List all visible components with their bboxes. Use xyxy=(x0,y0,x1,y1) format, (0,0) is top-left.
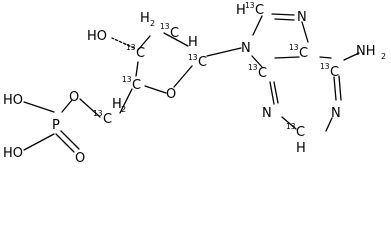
c8-h: H xyxy=(236,3,246,18)
ring-oxygen-label: O xyxy=(166,87,176,102)
c8-isotope: 13 xyxy=(245,1,255,10)
amine-label: NH xyxy=(356,44,376,59)
n1-label: N xyxy=(331,106,341,121)
c4-carbon: C xyxy=(132,78,141,93)
phosphate-ester-o-label: O xyxy=(69,90,79,105)
c2-isotope: 13 xyxy=(160,22,170,31)
n7-label: N xyxy=(297,10,307,25)
phosphorus-label: P xyxy=(52,118,60,133)
c2b-carbon: C xyxy=(296,125,305,140)
c8-carbon: C xyxy=(255,3,264,18)
c2-h: H xyxy=(140,11,150,26)
c5-isotope: 13 xyxy=(93,109,103,118)
n3-label: N xyxy=(262,106,272,121)
c5-carbon: C xyxy=(103,112,112,127)
c1-carbon: C xyxy=(198,55,207,70)
hydroxyl-label: HO xyxy=(87,29,107,44)
atom-labels: HO HO P O O 13 C H 2 13 C O H 13 C H 2 1… xyxy=(3,1,386,166)
structure-svg: HO HO P O O 13 C H 2 13 C O H 13 C H 2 1… xyxy=(3,1,386,166)
phosphate-double-o-label: O xyxy=(75,151,85,166)
c6-isotope: 13 xyxy=(320,62,330,71)
c4b-isotope: 13 xyxy=(248,63,258,72)
c4b-carbon: C xyxy=(258,66,267,81)
c4-isotope: 13 xyxy=(122,75,132,84)
bonds xyxy=(23,13,360,153)
c3-isotope: 13 xyxy=(126,43,136,52)
c2-h2-sub: 2 xyxy=(150,19,155,28)
c5b-isotope: 13 xyxy=(289,43,299,52)
phosphate-oh-top-label: HO xyxy=(3,93,23,108)
c2b-isotope: 13 xyxy=(286,122,296,131)
c5-h: H xyxy=(112,97,122,112)
c1-isotope: 13 xyxy=(188,53,198,62)
c5b-carbon: C xyxy=(299,46,308,61)
c2-carbon: C xyxy=(170,26,179,41)
c5-h2-sub: 2 xyxy=(121,105,126,114)
n9-label: N xyxy=(241,41,251,56)
c2b-h: H xyxy=(296,141,306,156)
phosphate-oh-bottom-label: HO xyxy=(3,146,23,161)
amine-subscript: 2 xyxy=(381,52,386,61)
c1-h: H xyxy=(188,35,198,50)
c6-carbon: C xyxy=(330,65,339,80)
c3-carbon: C xyxy=(136,46,145,61)
molecule-diagram: HO HO P O O 13 C H 2 13 C O H 13 C H 2 1… xyxy=(3,1,386,166)
